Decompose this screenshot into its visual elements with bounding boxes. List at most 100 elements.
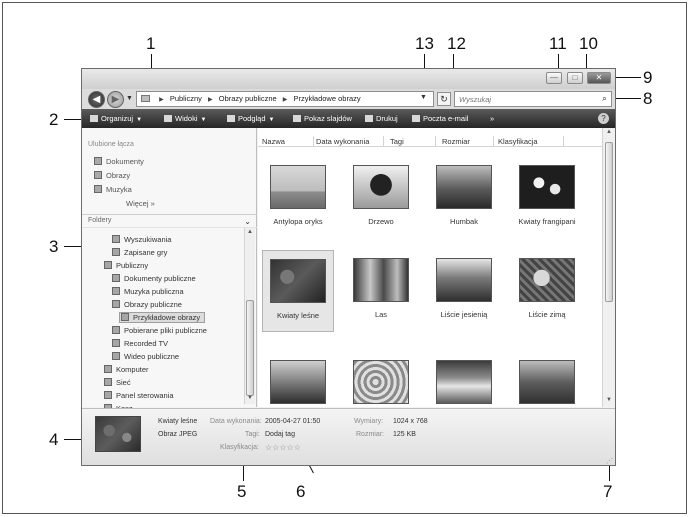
thumbnail-item[interactable]: Humbak [428, 165, 500, 226]
thumbnail-image [519, 258, 575, 302]
music-icon [94, 185, 102, 193]
views-button[interactable]: Widoki▼ [164, 109, 206, 128]
organize-button[interactable]: Organizuj▼ [90, 109, 142, 128]
print-label: Drukuj [376, 114, 398, 123]
column-header-size[interactable]: Rozmiar [442, 136, 494, 147]
thumbnail-item[interactable] [428, 360, 500, 412]
slideshow-button[interactable]: Pokaz slajdów [293, 109, 352, 128]
tree-item-network[interactable]: Sieć [104, 378, 131, 387]
details-date-value[interactable]: 2005-04-27 01:50 [265, 418, 321, 425]
leader-line-2 [64, 119, 84, 120]
thumbnail-item[interactable] [262, 360, 334, 412]
thumbnail-image [353, 165, 409, 209]
breadcrumb-obrazy-publiczne[interactable]: Obrazy publiczne [218, 94, 277, 103]
thumbnail-item[interactable] [511, 360, 583, 412]
tree-label: Zapisane gry [124, 248, 168, 257]
thumbnail-item[interactable]: Liście jesienią [428, 258, 500, 319]
content-scrollbar[interactable]: ▲ ▼ [602, 128, 615, 407]
favorite-link-music[interactable]: Muzyka [94, 185, 132, 194]
tree-item-public-videos[interactable]: Wideo publiczne [112, 352, 179, 361]
thumbnail-item-selected[interactable]: Kwiaty leśne [262, 250, 334, 332]
callout-8: 8 [643, 89, 653, 108]
recent-pages-dropdown[interactable]: ▼ [126, 95, 133, 102]
thumbnail-image [519, 165, 575, 209]
scroll-down-arrow[interactable]: ▼ [606, 397, 612, 403]
navigation-scroll-thumb[interactable] [246, 300, 254, 396]
breadcrumb-separator: ▶ [282, 97, 288, 103]
thumbnail-item[interactable] [345, 360, 417, 412]
more-favorites-link[interactable]: Więcej » [126, 199, 155, 208]
tree-item-public-music[interactable]: Muzyka publiczna [112, 287, 184, 296]
thumbnail-item[interactable]: Kwiaty frangipani [511, 165, 583, 226]
folder-icon [141, 95, 150, 102]
refresh-button[interactable]: ↻ [437, 92, 451, 106]
content-scroll-thumb[interactable] [605, 142, 613, 302]
tree-label: Pobierane pliki publiczne [124, 326, 207, 335]
tree-item-public-downloads[interactable]: Pobierane pliki publiczne [112, 326, 207, 335]
tree-item-computer[interactable]: Komputer [104, 365, 149, 374]
views-label: Widoki [175, 114, 198, 123]
thumbnail-item[interactable]: Liście zimą [511, 258, 583, 319]
close-button[interactable]: ✕ [587, 72, 611, 84]
thumbnail-caption: Drzewo [368, 217, 394, 226]
navigation-scrollbar[interactable]: ▲ ▼ [244, 228, 255, 404]
music-folder-icon [112, 287, 120, 295]
folders-header[interactable]: Foldery ⌄ [82, 214, 257, 228]
thumbnail-caption: Antylopa oryks [273, 217, 323, 226]
thumbnail-item[interactable]: Las [345, 258, 417, 319]
address-history-dropdown[interactable]: ▼ [420, 94, 427, 101]
search-icon[interactable]: ⌕ [601, 93, 607, 103]
search-input[interactable] [459, 92, 599, 106]
minimize-button[interactable]: — [546, 72, 562, 84]
forward-button[interactable]: ▶ [107, 91, 124, 108]
breadcrumb-przykladowe-obrazy[interactable]: Przykładowe obrazy [293, 94, 361, 103]
column-header-date-taken[interactable]: Data wykonania [316, 136, 384, 147]
details-dimensions-label: Wymiary: [354, 418, 384, 425]
details-tags-value[interactable]: Dodaj tag [265, 431, 295, 438]
folder-icon [121, 313, 129, 321]
scroll-up-arrow[interactable]: ▲ [606, 129, 612, 135]
title-bar[interactable]: — □ ✕ [82, 69, 615, 89]
tree-item-public[interactable]: Publiczny [104, 261, 148, 270]
email-icon [412, 115, 420, 122]
leader-line-10 [586, 54, 587, 76]
breadcrumb-publiczny[interactable]: Publiczny [169, 94, 202, 103]
games-folder-icon [112, 248, 120, 256]
favorite-link-pictures[interactable]: Obrazy [94, 171, 130, 180]
maximize-button[interactable]: □ [567, 72, 583, 84]
callout-11: 11 [549, 34, 567, 53]
column-header-name[interactable]: Nazwa [262, 136, 314, 147]
chevron-down-icon[interactable]: ⌄ [244, 217, 251, 226]
tree-item-searches[interactable]: Wyszukiwania [112, 235, 171, 244]
column-header-rating[interactable]: Klasyfikacja [498, 136, 564, 147]
callout-7: 7 [603, 482, 613, 501]
thumbnail-image [436, 258, 492, 302]
favorite-link-documents[interactable]: Dokumenty [94, 157, 144, 166]
scroll-down-arrow[interactable]: ▼ [247, 395, 253, 401]
column-header-tags[interactable]: Tagi [390, 136, 436, 147]
preview-button[interactable]: Podgląd▼ [227, 109, 274, 128]
tree-item-sample-pictures[interactable]: Przykładowe obrazy [119, 312, 206, 323]
tree-item-recorded-tv[interactable]: Recorded TV [112, 339, 168, 348]
tree-item-control-panel[interactable]: Panel sterowania [104, 391, 174, 400]
tree-item-saved-games[interactable]: Zapisane gry [112, 248, 167, 257]
scroll-up-arrow[interactable]: ▲ [247, 229, 253, 235]
thumbnail-item[interactable]: Drzewo [345, 165, 417, 226]
thumbnail-item[interactable]: Antylopa oryks [262, 165, 334, 226]
address-bar[interactable]: ▶ Publiczny ▶ Obrazy publiczne ▶ Przykła… [136, 91, 434, 107]
more-commands-button[interactable]: » [490, 114, 495, 123]
favorite-label: Muzyka [106, 185, 132, 194]
help-icon[interactable]: ? [598, 113, 609, 124]
leader-line-4 [64, 439, 92, 440]
computer-icon [104, 365, 112, 373]
email-button[interactable]: Poczta e-mail [412, 109, 468, 128]
thumbnail-caption: Humbak [450, 217, 478, 226]
tree-item-public-pictures[interactable]: Obrazy publiczne [112, 300, 182, 309]
rating-stars[interactable]: ☆☆☆☆☆ [265, 443, 301, 452]
resize-grip[interactable]: ⋰ [606, 458, 613, 465]
back-button[interactable]: ◀ [88, 91, 105, 108]
print-button[interactable]: Drukuj [365, 109, 398, 128]
search-box[interactable]: ⌕ [454, 91, 612, 107]
address-row: ◀ ▶ ▼ ▶ Publiczny ▶ Obrazy publiczne ▶ P… [82, 89, 615, 109]
tree-item-public-documents[interactable]: Dokumenty publiczne [112, 274, 196, 283]
